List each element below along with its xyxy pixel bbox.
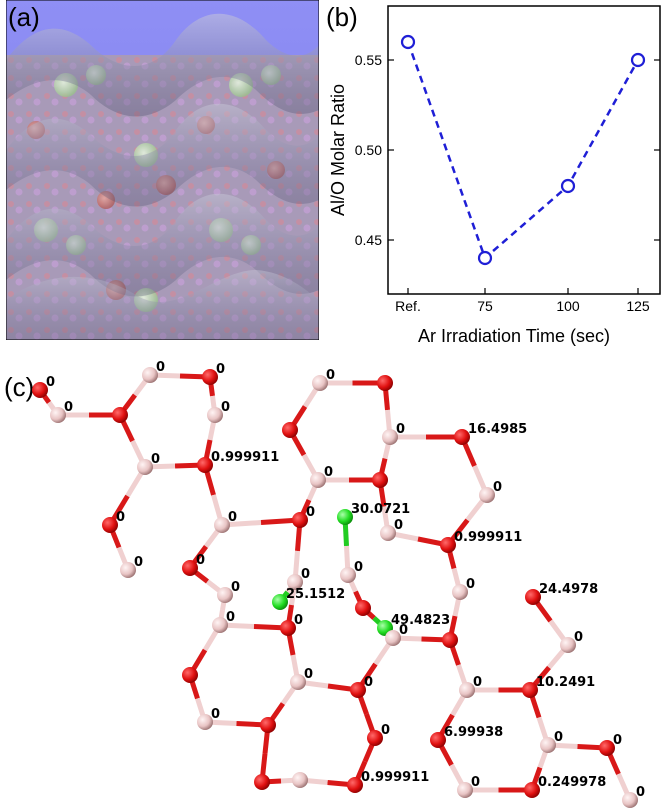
molecule-panel: (c) <box>0 350 667 811</box>
data-point <box>630 52 646 68</box>
x-tick-label: 75 <box>477 298 493 314</box>
data-point <box>560 178 576 194</box>
x-tick-label: 100 <box>556 298 580 314</box>
y-axis-title: Al/O Molar Ratio <box>328 84 348 216</box>
chart-panel: 0.45 0.50 0.55 Ref. 75 100 125 Al/O Molar Rat… <box>320 0 667 350</box>
y-tick-label: 0.45 <box>355 232 382 248</box>
x-axis-title: Ar Irradiation Time (sec) <box>418 326 610 346</box>
y-tick-label: 0.50 <box>355 142 382 158</box>
surface-render-image <box>6 0 319 340</box>
series-points <box>400 34 646 266</box>
data-point <box>400 34 416 50</box>
x-tick-label: 125 <box>626 298 650 314</box>
panel-a-label: (a) <box>8 2 40 32</box>
y-axis-ticks: 0.45 0.50 0.55 <box>355 52 660 248</box>
y-tick-label: 0.55 <box>355 52 382 68</box>
molar-ratio-chart: 0.45 0.50 0.55 Ref. 75 100 125 Al/O Molar Rat… <box>328 5 661 346</box>
surface-render-panel: (a) <box>6 0 319 340</box>
x-tick-label: Ref. <box>395 298 421 314</box>
panel-c-label: (c) <box>4 372 35 402</box>
panel-b-label: (b) <box>326 2 358 32</box>
plot-frame <box>387 5 661 295</box>
data-point <box>477 250 493 266</box>
x-axis-ticks: Ref. 75 100 125 <box>395 288 650 314</box>
series-line <box>406 41 640 261</box>
